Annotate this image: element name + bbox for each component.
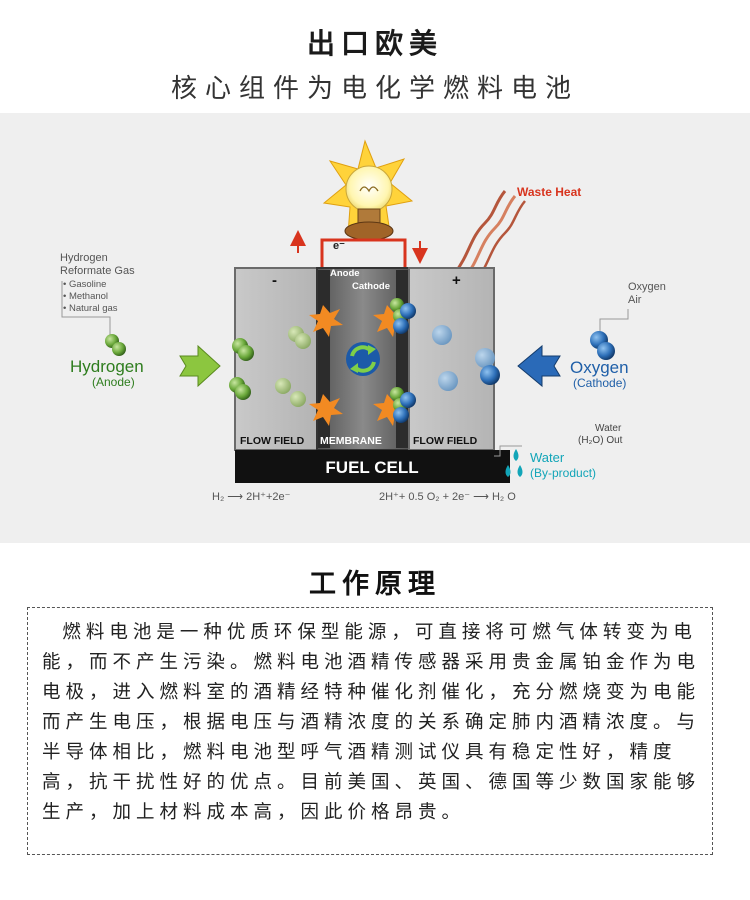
page-subtitle: 核心组件为电化学燃料电池: [170, 74, 579, 104]
external-circuit: [290, 230, 428, 268]
oxygen-molecule-icon: [590, 331, 615, 360]
page-title: 出口欧美: [306, 27, 443, 60]
fuel-cell-base: [235, 450, 510, 483]
anode-equation: H₂ ⟶ 2H⁺+2e⁻: [212, 491, 291, 503]
hydrogen-inflow-arrow-icon: [179, 344, 221, 388]
hydrogen-molecules: [229, 326, 311, 407]
waste-heat-icon: [453, 190, 526, 284]
electron-label: e⁻: [333, 240, 345, 252]
minus-sign: -: [272, 272, 277, 289]
oxygen-air-label2: Air: [628, 294, 642, 306]
water-sub-label: (By-product): [530, 466, 596, 480]
oxygen-label: Oxygen: [570, 358, 629, 377]
anode-sub-label: (Anode): [92, 375, 135, 389]
hydrogen-note-item: • Gasoline: [63, 279, 106, 290]
light-bulb-icon: [322, 139, 414, 241]
flow-field-left-label: FLOW FIELD: [240, 435, 305, 447]
cathode-sub-label: (Cathode): [573, 376, 626, 390]
connector-line: [599, 309, 629, 331]
section-title: 工作原理: [309, 569, 441, 600]
membrane-label: MEMBRANE: [320, 435, 382, 447]
hydrogen-note-item: • Methanol: [63, 291, 108, 302]
fuel-cell-label: FUEL CELL: [325, 458, 418, 477]
connector-line: [61, 281, 111, 335]
water-drops-icon: [505, 449, 523, 477]
oxygen-air-label1: Oxygen: [628, 281, 666, 293]
principle-text-box: 燃料电池是一种优质环保型能源，可直接将可燃气体转变为电能，而不产生污染。燃料电池…: [27, 607, 713, 855]
flow-field-right-label: FLOW FIELD: [413, 435, 478, 447]
hydrogen-label: Hydrogen: [70, 357, 144, 376]
reaction-bursts: [309, 298, 416, 426]
plus-sign: +: [452, 272, 461, 289]
oxygen-inflow-arrow-icon: [517, 344, 561, 388]
hydrogen-note-item: • Natural gas: [63, 303, 118, 314]
principle-body-text: 燃料电池是一种优质环保型能源，可直接将可燃气体转变为电能，而不产生污染。燃料电池…: [42, 622, 701, 823]
water-label: Water: [530, 450, 565, 465]
hydrogen-note-title2: Reformate Gas: [60, 265, 135, 277]
oxygen-molecules: [432, 325, 500, 391]
anode-tag: Anode: [330, 268, 360, 279]
connector-line: [494, 445, 522, 457]
cathode-tag: Cathode: [352, 281, 390, 292]
fuel-cell-svg: Waste Heat e⁻ - + Anode Cathode: [60, 139, 666, 503]
recycle-icon: [346, 342, 380, 376]
water-out-label2: (H₂O) Out: [578, 435, 623, 446]
fuel-cell-diagram: Waste Heat e⁻ - + Anode Cathode: [0, 113, 750, 543]
waste-heat-label: Waste Heat: [517, 185, 581, 199]
hydrogen-note-title1: Hydrogen: [60, 252, 108, 264]
hydrogen-molecule-icon: [105, 334, 126, 356]
cathode-equation: 2H⁺+ 0.5 O₂ + 2e⁻ ⟶ H₂ O: [379, 491, 516, 503]
water-out-label1: Water: [595, 423, 622, 434]
